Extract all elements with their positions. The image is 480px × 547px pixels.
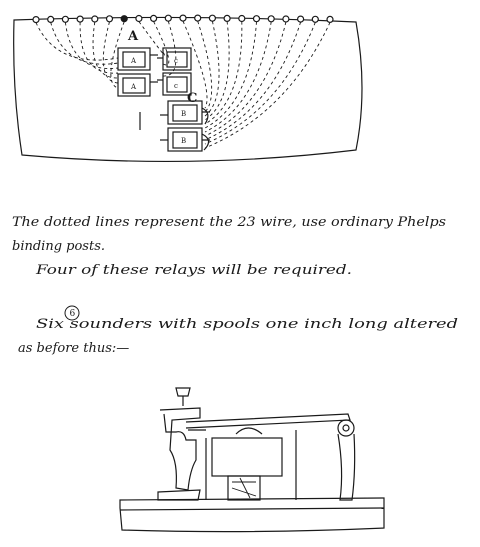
binding-post (208, 14, 216, 22)
dotted-wire (79, 22, 119, 74)
sounder-lever (185, 413, 351, 429)
dotted-wire (64, 22, 119, 70)
dotted-wire (204, 22, 316, 145)
dotted-wire (50, 22, 119, 65)
relay-c-bottom-label: c (174, 82, 178, 90)
dotted-wire (110, 21, 125, 89)
binding-post (223, 14, 231, 22)
binding-post (326, 15, 334, 23)
binding-post (120, 15, 128, 23)
binding-post (311, 15, 319, 23)
relay-c-bottom (162, 72, 192, 96)
relay-b-bottom-label: B (181, 137, 186, 145)
relay-c-top-label: c (174, 57, 178, 65)
wiring-board-diagram (13, 14, 363, 163)
binding-post (282, 15, 290, 23)
dotted-wire (204, 21, 230, 121)
relay-c-top (162, 47, 192, 71)
relay-a-bottom (117, 73, 151, 97)
note-line-2: binding posts. (12, 239, 105, 254)
binding-post (76, 15, 84, 23)
dotted-wire (102, 21, 119, 84)
relay-a-top-label: A (130, 57, 137, 65)
binding-post (267, 15, 275, 23)
circled-number: 6 (64, 305, 80, 321)
sounder-adjust-screw (175, 387, 191, 406)
sounder-base (119, 497, 385, 533)
dotted-wire (35, 22, 119, 61)
binding-post (179, 14, 187, 22)
sounder-pivot (337, 419, 355, 437)
sounder-right-post (337, 433, 356, 501)
binding-post (47, 15, 55, 23)
relay-group-c (157, 47, 192, 96)
binding-post (105, 15, 114, 23)
note-line-4: Six sounders with spools one inch long a… (36, 317, 458, 332)
dotted-wire (138, 21, 165, 56)
dotted-wire (204, 21, 243, 125)
dotted-wire (162, 21, 177, 77)
dotted-wire (204, 21, 302, 141)
binding-post (150, 14, 158, 22)
binding-post (252, 15, 261, 23)
dotted-wire (204, 21, 220, 117)
sounder-left-post (159, 407, 201, 491)
binding-post (297, 15, 305, 23)
note-line-3: Four of these relays will be required. (35, 263, 352, 278)
binding-post (135, 14, 143, 23)
binding-post (164, 14, 172, 22)
sounder-coil (211, 437, 283, 477)
note-line-1: The dotted lines represent the 23 wire, … (12, 215, 446, 230)
binding-post (91, 15, 99, 23)
label-group-a: A (127, 29, 139, 44)
label-group-c: C (187, 91, 197, 106)
binding-post (194, 14, 202, 22)
dotted-wire (92, 21, 119, 79)
sounder-sketch (119, 387, 385, 533)
board-outline (13, 16, 363, 163)
relay-group-a (117, 47, 158, 97)
relay-b-top-label: B (181, 110, 186, 118)
relay-a-bottom-label: A (130, 83, 137, 91)
binding-post (238, 14, 246, 23)
dotted-wire (204, 21, 287, 137)
dotted-wires (35, 20, 331, 149)
dotted-wire (153, 21, 170, 66)
dotted-wire (197, 20, 213, 113)
binding-post (32, 16, 40, 24)
dotted-wire (182, 20, 208, 109)
dotted-wire (204, 21, 272, 133)
relay-a-top (117, 47, 151, 71)
relay-group-b (160, 100, 210, 152)
note-line-5: as before thus:— (18, 341, 129, 356)
svg-text:6: 6 (70, 309, 76, 319)
binding-post (61, 15, 70, 23)
dotted-wire (204, 21, 257, 129)
